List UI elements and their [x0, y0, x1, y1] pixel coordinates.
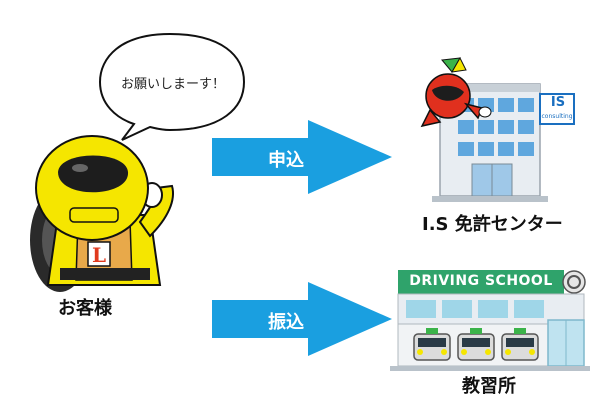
- car-2: [457, 328, 495, 361]
- customer-label: お客様: [58, 298, 112, 319]
- license-center-sign-big: IS: [550, 95, 566, 110]
- license-center-sign-small: consulting: [541, 113, 573, 120]
- apply-arrow-label: 申込: [268, 150, 304, 171]
- license-center-label: I.S 免許センター: [422, 214, 563, 235]
- car-3: [501, 328, 539, 361]
- svg-text:L: L: [92, 243, 106, 267]
- driving-school-label: 教習所: [462, 376, 516, 397]
- speech-bubble-text: お願いしまーす！: [120, 77, 225, 92]
- payment-arrow-label: 振込: [268, 312, 304, 333]
- driving-school-sign: DRIVING SCHOOL: [409, 273, 553, 289]
- car-1: [413, 328, 451, 361]
